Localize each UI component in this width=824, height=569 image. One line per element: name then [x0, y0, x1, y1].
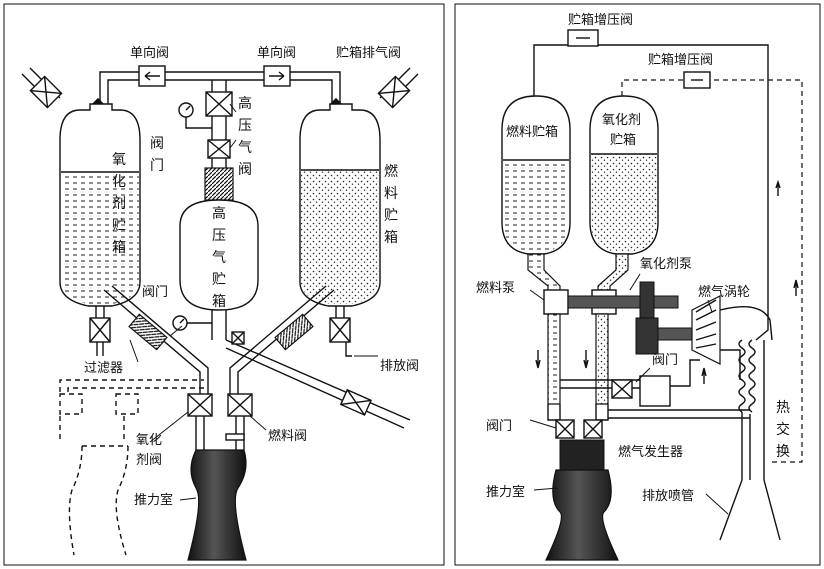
main-valves: [187, 393, 253, 450]
svg-text:门: 门: [150, 158, 164, 174]
vent-valve-right: [377, 67, 419, 109]
exhaust-nozzle: [719, 479, 781, 541]
oxidizer-tank-label: 氧 化 剂 贮 箱: [112, 152, 126, 256]
oxidizer-feed-line: [89, 285, 209, 394]
valve-gg-label: 阀门: [652, 353, 678, 368]
fuel-tank-right-label: 燃料贮箱: [506, 124, 558, 140]
check-valve-left-label: 单向阀: [130, 45, 169, 61]
gas-generator-system: [560, 359, 751, 480]
valve-main-label: 阀门: [486, 419, 512, 434]
svg-text:高: 高: [212, 205, 226, 222]
left-leader-lines: [129, 103, 378, 501]
pressure-gauge-mid: [172, 315, 212, 331]
check-valve-right-label: 单向阀: [257, 45, 296, 61]
thrust-chamber-right: [545, 439, 619, 561]
pressurization-lines: [533, 29, 803, 463]
thrust-chamber-right-label: 推力室: [486, 484, 525, 500]
high-pressure-valve-label: 高 压 气 阀: [238, 95, 252, 178]
svg-text:氧化剂: 氧化剂: [602, 113, 641, 128]
vent-valve-left: [21, 67, 63, 109]
heat-exchange-label: 热 交 换: [776, 400, 790, 460]
right-leader-lines: [529, 273, 729, 515]
pump-shaft-gears: [567, 281, 699, 355]
svg-text:氧化: 氧化: [136, 433, 162, 448]
pressurization-valve-1-label: 贮箱增压阀: [568, 12, 633, 28]
svg-text:贮: 贮: [112, 218, 126, 234]
tank-vent-valve-label: 贮箱排气阀: [336, 45, 401, 61]
pressurization-valve-2-label: 贮箱增压阀: [648, 52, 713, 68]
check-valve-left: [138, 65, 166, 87]
svg-text:料: 料: [384, 186, 398, 202]
oxidizer-pump-label: 氧化剂泵: [640, 257, 692, 272]
main-valves-right: [547, 404, 609, 439]
filter-label: 过滤器: [84, 361, 123, 376]
svg-text:高: 高: [238, 95, 252, 112]
valve-top-label: 阀 门: [150, 136, 164, 174]
high-pressure-gas-tank: [179, 91, 259, 340]
gas-generator-label: 燃气发生器: [618, 444, 683, 460]
svg-text:箱: 箱: [212, 294, 226, 310]
fuel-valve-label: 燃料阀: [268, 428, 307, 444]
top-gas-manifold: [99, 71, 341, 108]
svg-text:贮: 贮: [384, 208, 398, 224]
thrust-chamber-left: [187, 449, 247, 561]
svg-text:氧: 氧: [112, 152, 126, 168]
hp-gas-tank-label: 高 压 气 贮 箱: [212, 205, 226, 310]
svg-text:阀: 阀: [238, 162, 252, 178]
oxidizer-tank-right: [589, 95, 659, 255]
left-panel-frame: [3, 3, 445, 566]
svg-text:化: 化: [112, 174, 126, 190]
svg-text:换: 换: [776, 443, 790, 460]
svg-text:箱: 箱: [112, 240, 126, 256]
gas-turbine: [691, 295, 773, 380]
svg-text:热: 热: [776, 400, 790, 416]
fuel-tank-right: [501, 95, 571, 255]
gas-turbine-label: 燃气涡轮: [698, 284, 750, 300]
svg-text:压: 压: [238, 118, 252, 134]
svg-text:贮: 贮: [212, 272, 226, 288]
svg-text:箱: 箱: [384, 230, 398, 246]
valve-mid-label: 阀门: [142, 285, 168, 300]
fuel-feed-line: [229, 285, 352, 394]
oxidizer-tank: [59, 103, 141, 307]
drain-line: [225, 331, 411, 429]
svg-text:交: 交: [776, 421, 790, 438]
fuel-pump-label: 燃料泵: [476, 280, 515, 296]
alternate-dashed-lines: [59, 379, 204, 556]
thrust-chamber-left-label: 推力室: [134, 492, 173, 508]
exhaust-nozzle-label: 排放喷管: [642, 489, 694, 504]
svg-text:剂阀: 剂阀: [136, 453, 162, 468]
pressure-gauge-top: [178, 102, 212, 129]
svg-text:气: 气: [238, 140, 252, 156]
svg-text:气: 气: [212, 250, 226, 266]
svg-text:压: 压: [212, 228, 226, 244]
fuel-tank-label: 燃 料 贮 箱: [384, 163, 398, 246]
heat-exchanger-coil: [738, 339, 765, 480]
check-valve-right: [263, 65, 291, 87]
oxidizer-valve-label: 氧化 剂阀: [136, 433, 162, 468]
oxidizer-tank-right-label: 氧化剂 贮箱: [602, 113, 641, 148]
drain-valve-label: 排放阀: [380, 359, 419, 374]
right-panel-frame: [454, 3, 821, 566]
svg-text:阀: 阀: [150, 136, 164, 152]
fuel-tank: [299, 103, 381, 307]
svg-text:贮箱: 贮箱: [610, 132, 636, 148]
fuel-feed-right: [527, 253, 569, 405]
svg-text:剂: 剂: [112, 196, 126, 212]
svg-text:燃: 燃: [384, 163, 398, 180]
